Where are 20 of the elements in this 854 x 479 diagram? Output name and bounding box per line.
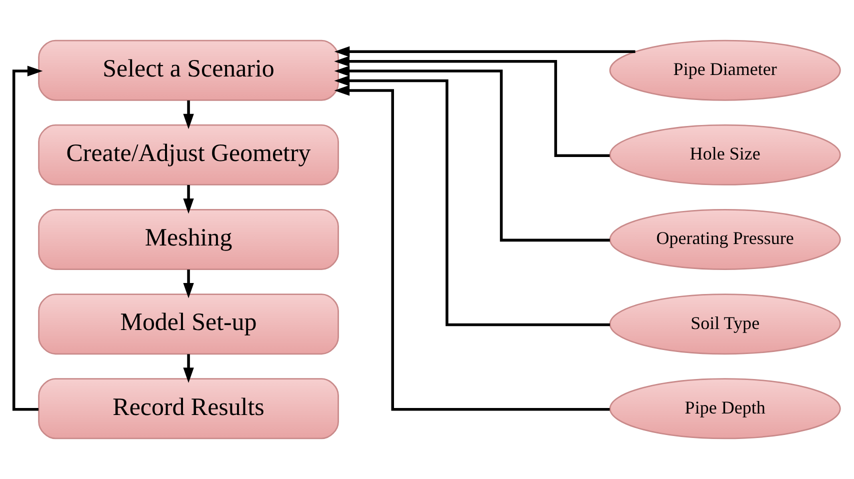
node-ellipse: Operating Pressure <box>609 209 841 270</box>
node-box: Create/Adjust Geometry <box>38 124 339 186</box>
arrow <box>183 100 194 130</box>
node-ellipse: Hole Size <box>609 124 841 186</box>
arrow <box>183 270 194 298</box>
node-box: Record Results <box>38 378 339 440</box>
arrow <box>183 184 194 214</box>
arrow <box>334 46 636 57</box>
arrow <box>334 56 610 157</box>
arrow <box>334 75 610 326</box>
arrow <box>334 66 610 242</box>
node-box: Meshing <box>38 209 339 270</box>
arrow <box>183 354 194 383</box>
node-ellipse: Pipe Depth <box>609 378 841 440</box>
arrow <box>334 85 610 411</box>
node-ellipse: Soil Type <box>609 294 841 355</box>
arrow <box>12 66 43 411</box>
node-box: Model Set-up <box>38 294 339 355</box>
node-box: Select a Scenario <box>38 40 339 101</box>
node-ellipse: Pipe Diameter <box>609 40 841 101</box>
